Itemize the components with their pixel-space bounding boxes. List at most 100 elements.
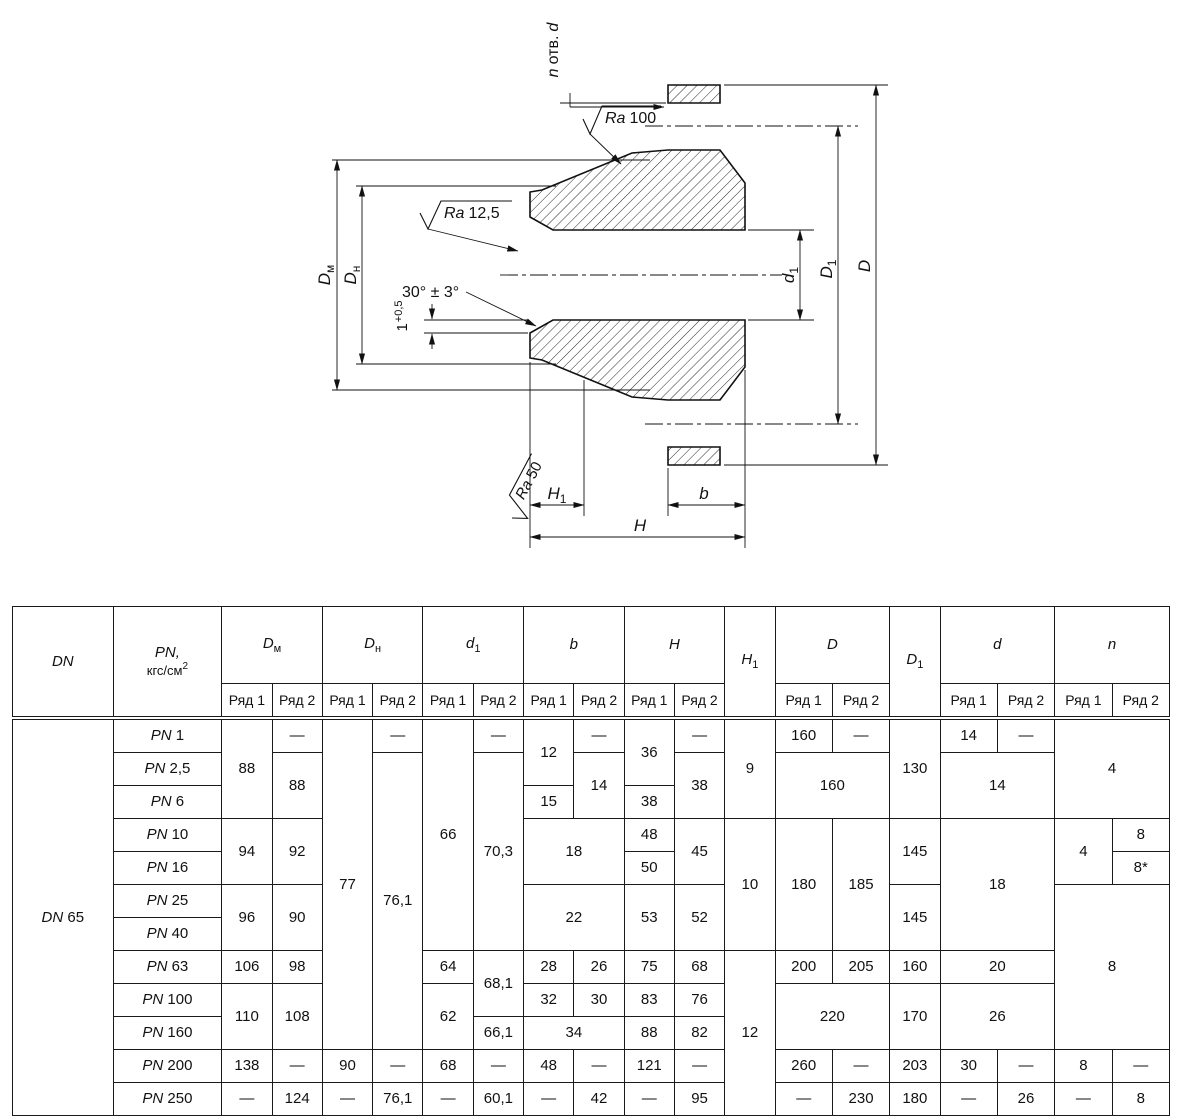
value-cell: 180 bbox=[889, 1082, 941, 1116]
pn-cell: PN 2,5 bbox=[112, 752, 223, 786]
pn-cell: PN 40 bbox=[112, 917, 223, 951]
value-cell: 9 bbox=[724, 717, 776, 819]
header-cell: Ряд 2 bbox=[1111, 683, 1171, 720]
value-cell: 68 bbox=[422, 1049, 474, 1083]
pn-cell: PN 6 bbox=[112, 785, 223, 819]
value-cell: — bbox=[422, 1082, 474, 1116]
value-cell: — bbox=[774, 1082, 833, 1116]
dim-label-d1: d1 bbox=[779, 267, 801, 283]
roughness-icon bbox=[582, 105, 661, 136]
value-cell: 124 bbox=[271, 1082, 323, 1116]
value-cell: 160 bbox=[889, 950, 941, 984]
value-cell: 30 bbox=[573, 983, 625, 1017]
value-cell: 121 bbox=[623, 1049, 675, 1083]
value-cell: 8 bbox=[1054, 1049, 1113, 1083]
pn-cell: PN 160 bbox=[112, 1016, 223, 1050]
leader-ra-top bbox=[589, 133, 622, 165]
dim-label-dm: Dм bbox=[315, 265, 337, 286]
value-cell: 50 bbox=[623, 851, 675, 885]
value-cell: 160 bbox=[774, 717, 833, 753]
flange-section bbox=[529, 84, 746, 466]
value-cell: — bbox=[1111, 1049, 1171, 1083]
value-cell: 26 bbox=[573, 950, 625, 984]
value-cell: — bbox=[623, 1082, 675, 1116]
value-cell: 138 bbox=[221, 1049, 273, 1083]
value-cell: — bbox=[221, 1082, 273, 1116]
value-cell: 145 bbox=[889, 884, 941, 951]
value-cell: 95 bbox=[673, 1082, 726, 1116]
value-cell: 62 bbox=[422, 983, 474, 1050]
col-header-dn-hub: Dн bbox=[321, 606, 424, 684]
value-cell: 90 bbox=[321, 1049, 374, 1083]
value-cell: 82 bbox=[673, 1016, 726, 1050]
value-cell: 220 bbox=[774, 983, 891, 1050]
value-cell: 110 bbox=[221, 983, 273, 1050]
value-cell: 88 bbox=[623, 1016, 675, 1050]
header-cell: Ряд 2 bbox=[271, 683, 323, 720]
centerlines bbox=[500, 125, 858, 425]
value-cell: 42 bbox=[573, 1082, 625, 1116]
value-cell: 160 bbox=[774, 752, 891, 819]
value-cell: 48 bbox=[523, 1049, 575, 1083]
header-cell: Ряд 2 bbox=[996, 683, 1056, 720]
value-cell: 8 bbox=[1111, 818, 1171, 852]
dim-label-h: H bbox=[634, 516, 647, 535]
col-header-d-outer: D bbox=[774, 606, 891, 684]
header-cell: Ряд 1 bbox=[523, 683, 575, 720]
header-cell: Ряд 1 bbox=[422, 683, 474, 720]
value-cell: 90 bbox=[271, 884, 323, 951]
roughness-icon bbox=[508, 453, 532, 519]
value-cell: — bbox=[271, 717, 323, 753]
header-cell: Ряд 1 bbox=[774, 683, 833, 720]
pn-cell: PN 10 bbox=[112, 818, 223, 852]
value-cell: 108 bbox=[271, 983, 323, 1050]
value-cell: 145 bbox=[889, 818, 941, 885]
value-cell: 18 bbox=[939, 818, 1056, 951]
value-cell: 32 bbox=[523, 983, 575, 1017]
value-cell: 14 bbox=[573, 752, 625, 819]
value-cell: 64 bbox=[422, 950, 474, 984]
value-cell: 185 bbox=[831, 818, 891, 951]
value-cell: — bbox=[673, 1049, 726, 1083]
value-cell: — bbox=[372, 717, 424, 753]
value-cell: 34 bbox=[523, 1016, 625, 1050]
value-cell: 38 bbox=[623, 785, 675, 819]
value-cell: — bbox=[831, 717, 891, 753]
value-cell: 68,1 bbox=[472, 950, 525, 1017]
value-cell: 30 bbox=[939, 1049, 998, 1083]
flange-section-lower bbox=[529, 319, 746, 401]
value-cell: — bbox=[573, 717, 625, 753]
col-header-dm: Dм bbox=[221, 606, 323, 684]
value-cell: 200 bbox=[774, 950, 833, 984]
value-cell: 66 bbox=[422, 717, 474, 951]
value-cell: 230 bbox=[831, 1082, 891, 1116]
value-cell: — bbox=[472, 717, 525, 753]
header-cell: Ряд 2 bbox=[573, 683, 625, 720]
value-cell: 45 bbox=[673, 818, 726, 885]
value-cell: 60,1 bbox=[472, 1082, 525, 1116]
value-cell: 88 bbox=[221, 717, 273, 819]
value-cell: 205 bbox=[831, 950, 891, 984]
value-cell: 130 bbox=[889, 717, 941, 819]
pn-cell: PN 100 bbox=[112, 983, 223, 1017]
col-header-n: n bbox=[1054, 606, 1170, 684]
pn-cell: PN 16 bbox=[112, 851, 223, 885]
value-cell: 76,1 bbox=[372, 752, 424, 1050]
